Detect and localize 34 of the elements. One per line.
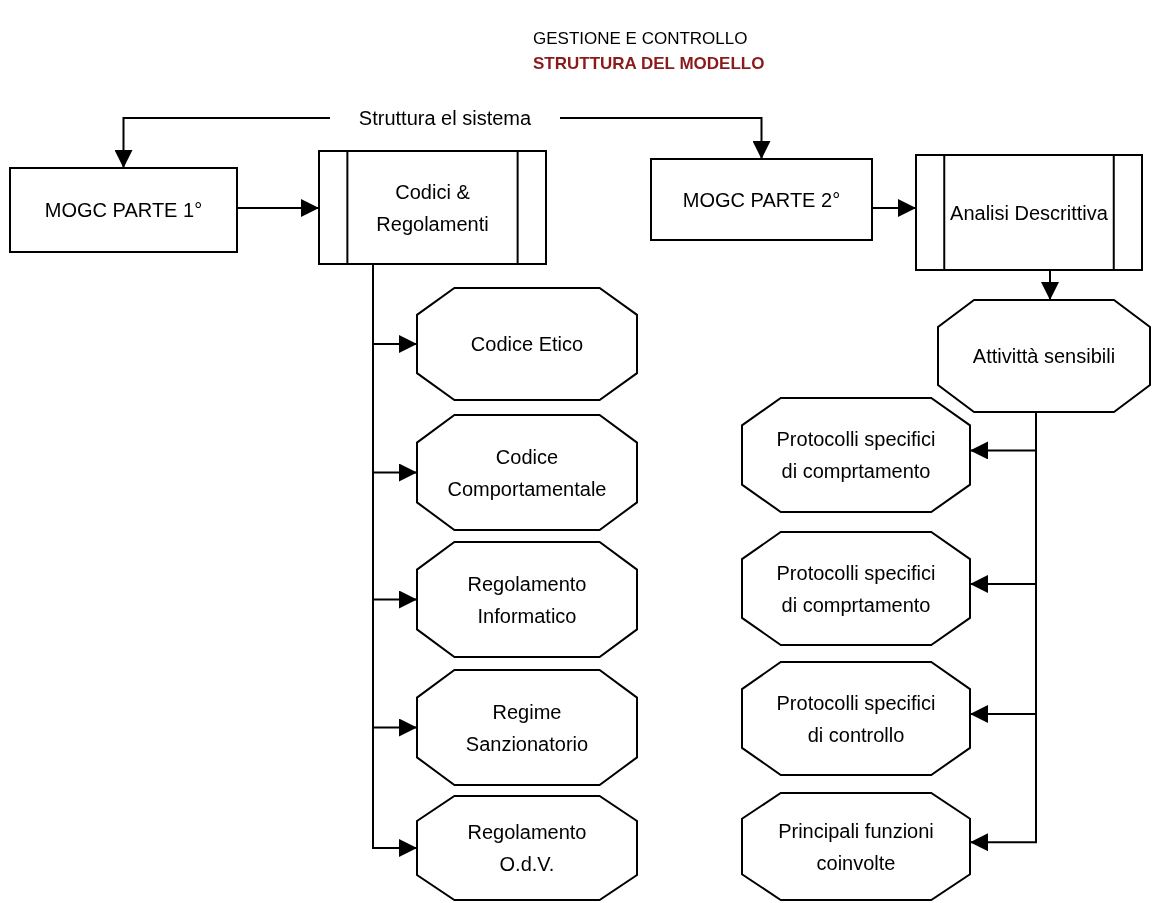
subprocess-box (319, 151, 546, 264)
subtitle: STRUTTURA DEL MODELLO (533, 53, 765, 75)
node-text: Struttura el sistema (357, 106, 533, 131)
node-text: Attivittà sensibili (971, 344, 1117, 369)
node-text: Codici & Regolamenti (375, 179, 490, 237)
title: GESTIONE E CONTROLLO (533, 28, 748, 50)
node-text: Regime Sanzionatorio (464, 699, 590, 757)
node-text: Protocolli specifici di controllo (775, 690, 937, 748)
octagon-node (417, 796, 637, 900)
node-text: MOGC PARTE 2° (681, 187, 842, 213)
octagon-node (938, 300, 1150, 412)
process-box (10, 168, 237, 252)
octagon-node (742, 398, 970, 512)
process-box (651, 159, 872, 240)
octagon-node (417, 288, 637, 400)
octagon-node (417, 542, 637, 657)
node-text: MOGC PARTE 1° (43, 198, 204, 223)
node-text: Codice Comportamentale (446, 444, 608, 502)
arrow (559, 117, 771, 160)
node-text: Regolamento Informatico (466, 571, 588, 629)
node-text: Protocolli specifici di comprtamento (775, 560, 937, 618)
node-text: Analisi Descrittiva (949, 200, 1109, 226)
octagon-node (417, 670, 637, 785)
node-text: Regolamento O.d.V. (466, 820, 588, 877)
octagon-node (742, 532, 970, 645)
octagon-node (742, 662, 970, 775)
arrow (114, 117, 331, 169)
subprocess-box (916, 155, 1142, 270)
node-text: Protocolli specifici di comprtamento (775, 427, 937, 484)
node-text: Principali funzioni coinvolte (777, 818, 935, 876)
octagon-node (417, 415, 637, 530)
octagon-node (742, 793, 970, 900)
arrow (1041, 269, 1059, 301)
node-text: Codice Etico (469, 332, 585, 357)
